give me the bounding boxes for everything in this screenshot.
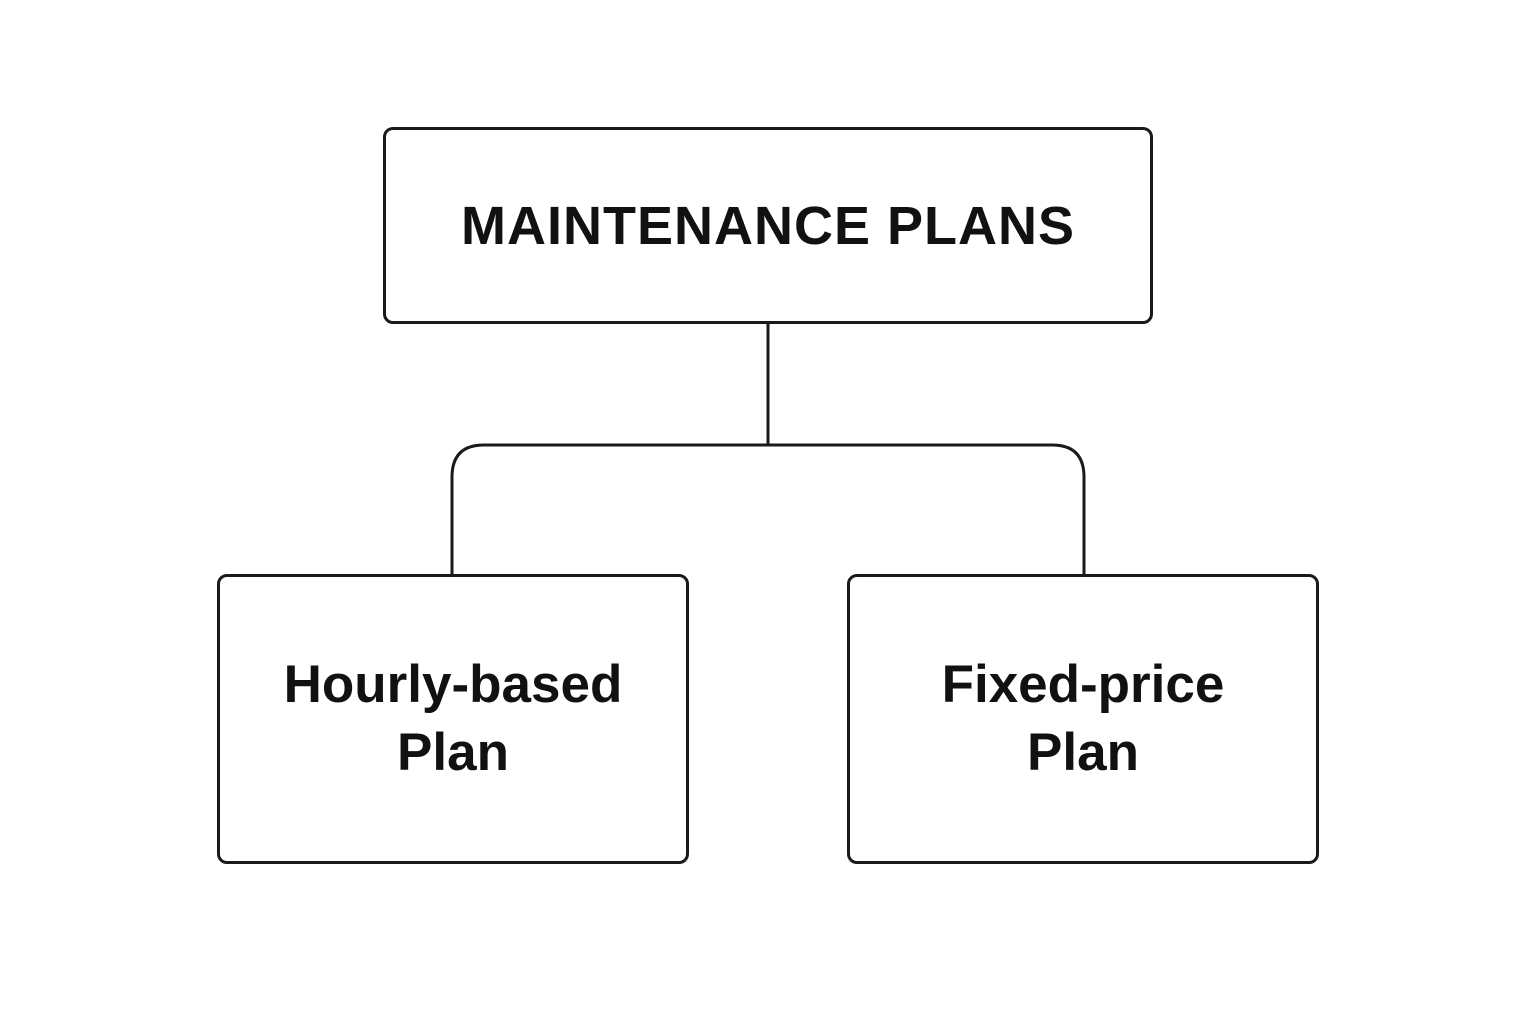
child-node-fixed-price-plan: Fixed-price Plan [847,574,1319,864]
fixed-price-plan-label-line1: Fixed-price [941,655,1225,714]
root-node-label: MAINTENANCE PLANS [460,195,1075,256]
child-node-hourly-based-plan: Hourly-based Plan [217,574,689,864]
fixed-price-plan-label-line2: Plan [1027,723,1139,782]
branch-horizontal-connector [450,443,1086,574]
hourly-plan-label-line1: Hourly-based [283,655,623,714]
fixed-price-plan-label: Fixed-price Plan [942,651,1225,787]
root-node-maintenance-plans: MAINTENANCE PLANS [383,127,1153,324]
hourly-plan-label: Hourly-based Plan [284,651,623,787]
hourly-plan-label-line2: Plan [397,723,509,782]
